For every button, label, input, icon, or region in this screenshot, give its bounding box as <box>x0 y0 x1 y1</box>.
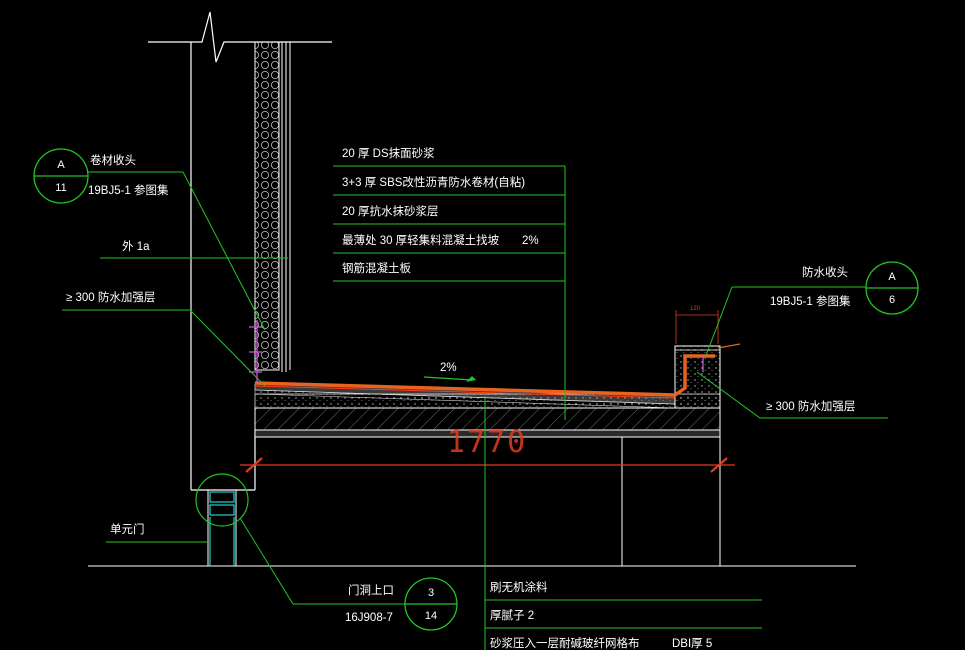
slope-arrow <box>423 376 476 382</box>
callout-right-bottom: 6 <box>888 294 896 306</box>
leader-lines <box>62 165 888 650</box>
dimension-line <box>240 457 735 473</box>
slab-layers <box>254 383 721 438</box>
callout-right-title: 防水收头 <box>802 267 848 279</box>
wall-finish-lines <box>281 42 291 372</box>
small-dimension <box>675 310 719 344</box>
waterproof-membrane <box>254 354 715 397</box>
layer-label-5: 钢筋混凝土板 <box>342 263 411 275</box>
wall-insulation <box>254 41 280 371</box>
right-reinforce-label: ≥ 300 防水加强层 <box>766 401 856 413</box>
small-dimension-value: 120 <box>690 306 701 312</box>
callout-right-code: 19BJ5-1 参图集 <box>770 296 851 308</box>
support-lines <box>88 437 856 567</box>
callout-door-title: 门洞上口 <box>348 585 394 597</box>
callout-door-bottom: 14 <box>424 610 438 622</box>
bottom-note-1: 刷无机涂料 <box>490 582 548 594</box>
callout-left-top: A <box>57 159 65 171</box>
left-wall <box>190 42 256 491</box>
wall-label: 外 1a <box>122 241 150 253</box>
door-label: 单元门 <box>110 524 145 536</box>
layer-label-4: 最薄处 30 厚轻集料混凝土找坡 <box>342 235 500 247</box>
break-line <box>148 11 332 63</box>
left-reinforce-label: ≥ 300 防水加强层 <box>66 292 156 304</box>
layer-label-1: 20 厚 DS抹面砂浆 <box>342 148 435 160</box>
door-callout-circle <box>195 473 249 527</box>
dimension-value: 1770 <box>447 425 528 460</box>
bottom-note-3: 砂浆压入一层耐碱玻纤网格布 <box>490 638 640 650</box>
callout-circles <box>33 148 919 631</box>
callout-door-code: 16J908-7 <box>345 612 393 624</box>
door-lintel <box>209 491 235 566</box>
callout-door-top: 3 <box>427 587 435 599</box>
callout-left-bottom: 11 <box>55 182 67 194</box>
slope-label: 2% <box>440 362 457 374</box>
layer-slope-label: 2% <box>522 235 539 247</box>
layer-label-3: 20 厚抗水抹砂浆层 <box>342 206 439 218</box>
callout-right-top: A <box>888 271 896 283</box>
callout-left-code: 19BJ5-1 参图集 <box>88 185 169 197</box>
bottom-note-2: 厚腻子 2 <box>490 610 535 622</box>
termination-bar <box>249 320 704 384</box>
callout-left-title: 卷材收头 <box>90 155 136 167</box>
bottom-note-right: DBI厚 5 <box>672 638 713 650</box>
layer-label-2: 3+3 厚 SBS改性沥青防水卷材(自粘) <box>342 177 526 189</box>
